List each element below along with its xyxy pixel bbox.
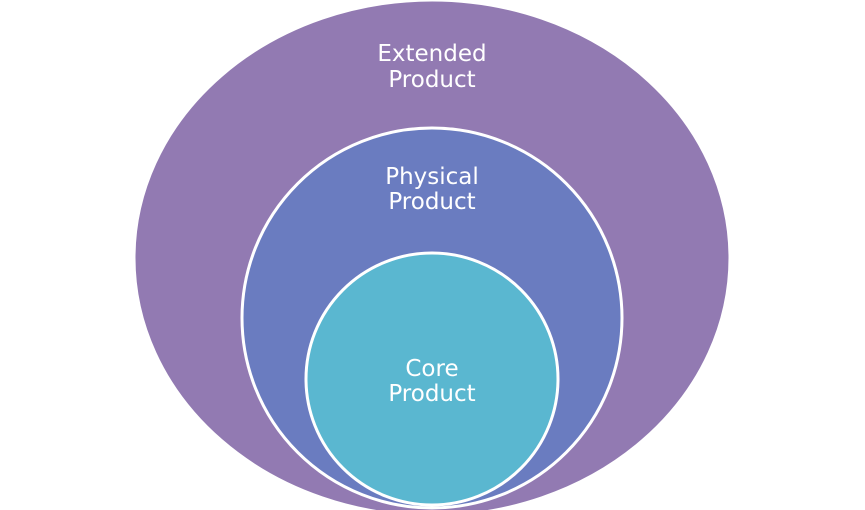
extended-product-label-line1: Extended bbox=[377, 41, 486, 67]
physical-product-label-line1: Physical bbox=[385, 164, 479, 190]
extended-product-label-line2: Product bbox=[388, 67, 475, 93]
core-product-label-line2: Product bbox=[388, 381, 475, 407]
core-product-label-line1: Core bbox=[405, 356, 458, 382]
physical-product-label-line2: Product bbox=[388, 189, 475, 215]
core-product-circle bbox=[304, 251, 560, 507]
